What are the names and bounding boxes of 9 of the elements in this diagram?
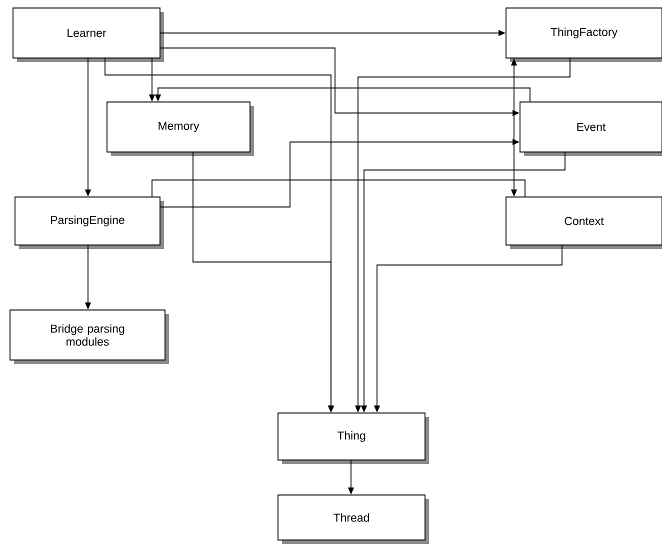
class-box: ThingFactory bbox=[506, 8, 662, 62]
class-box: Thing bbox=[278, 412, 429, 464]
class-box: Memory bbox=[106, 102, 254, 156]
class-box: Event bbox=[520, 102, 662, 156]
class-box: ParsingEngine bbox=[14, 196, 164, 249]
class-box: Thread bbox=[278, 494, 429, 544]
class-box: Learner bbox=[12, 8, 164, 62]
class-box: Context bbox=[506, 196, 662, 249]
class-box: Bridge parsing modules bbox=[10, 310, 169, 364]
